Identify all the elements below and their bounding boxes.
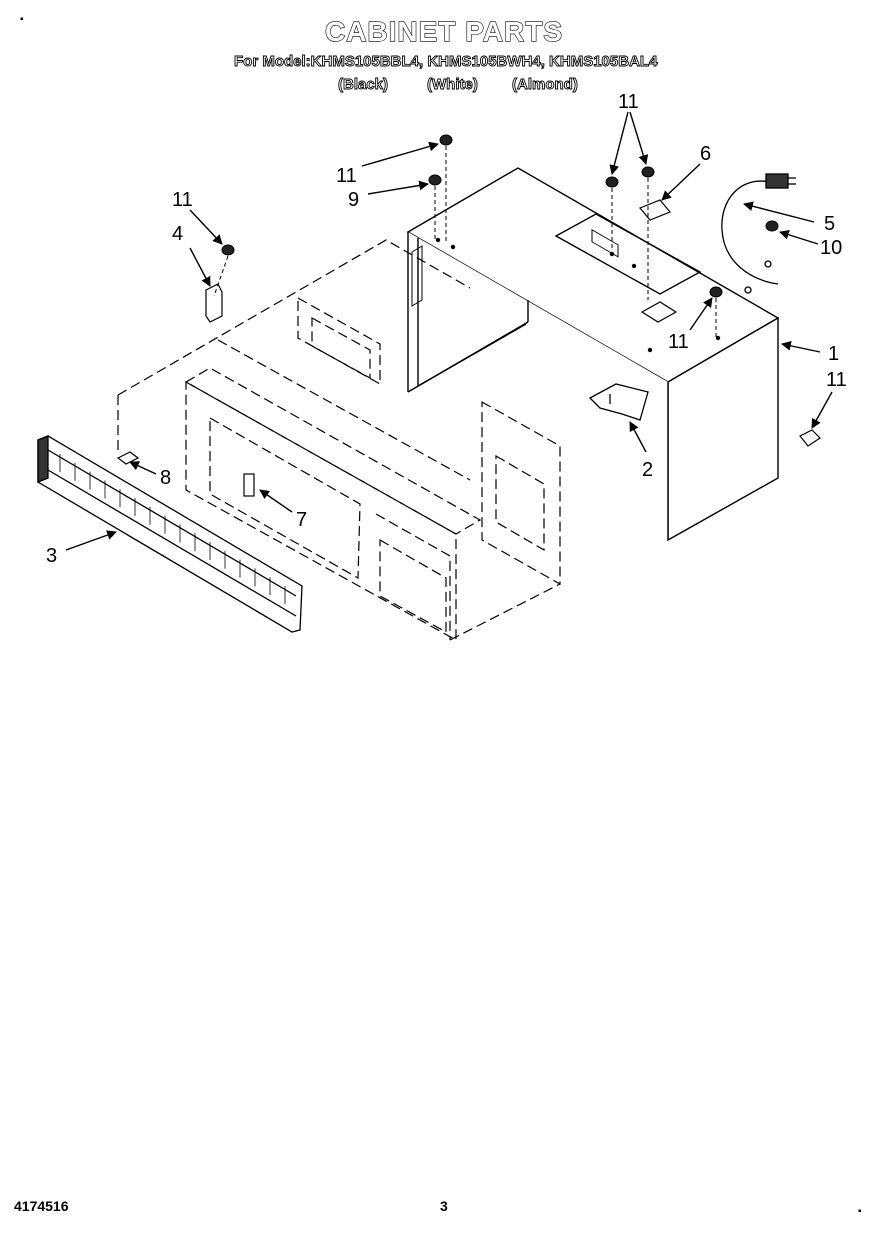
mounting-bracket <box>588 383 649 421</box>
screw-axes <box>213 146 717 340</box>
color-white-label: (White) <box>427 76 479 94</box>
callout-11: 11 <box>618 91 639 113</box>
document-number: 4174516 <box>14 1198 69 1214</box>
callout-11: 11 <box>826 369 847 391</box>
callout-8: 8 <box>160 467 171 489</box>
oven-cavity-outline <box>117 239 561 642</box>
vent-grille <box>37 435 303 633</box>
callout-2: 2 <box>642 459 653 481</box>
callout-5: 5 <box>824 213 835 235</box>
corner-mark: ▪ <box>858 1206 862 1217</box>
small-hardware <box>116 199 821 497</box>
page-number: 3 <box>440 1198 448 1214</box>
model-list: For Model:KHMS105BBL4, KHMS105BWH4, KHMS… <box>234 53 658 71</box>
callout-11: 11 <box>172 189 193 211</box>
callout-10: 10 <box>820 237 842 259</box>
cabinet-wrapper <box>406 167 780 542</box>
page-title: CABINET PARTS <box>324 15 564 47</box>
callout-3: 3 <box>46 545 57 567</box>
power-cord <box>721 173 796 294</box>
leader-lines <box>65 111 833 551</box>
screw-heads <box>221 134 779 298</box>
callout-9: 9 <box>348 189 359 211</box>
callout-6: 6 <box>700 143 711 165</box>
grille-slots <box>59 454 286 604</box>
color-almond-label: (Almond) <box>512 76 579 94</box>
callout-1: 1 <box>828 343 839 365</box>
callout-4: 4 <box>172 223 183 245</box>
callout-11: 11 <box>668 331 689 353</box>
corner-mark: ▪ <box>20 14 24 25</box>
callout-7: 7 <box>296 509 307 531</box>
callout-11: 11 <box>336 165 357 187</box>
color-black-label: (Black) <box>338 76 389 94</box>
